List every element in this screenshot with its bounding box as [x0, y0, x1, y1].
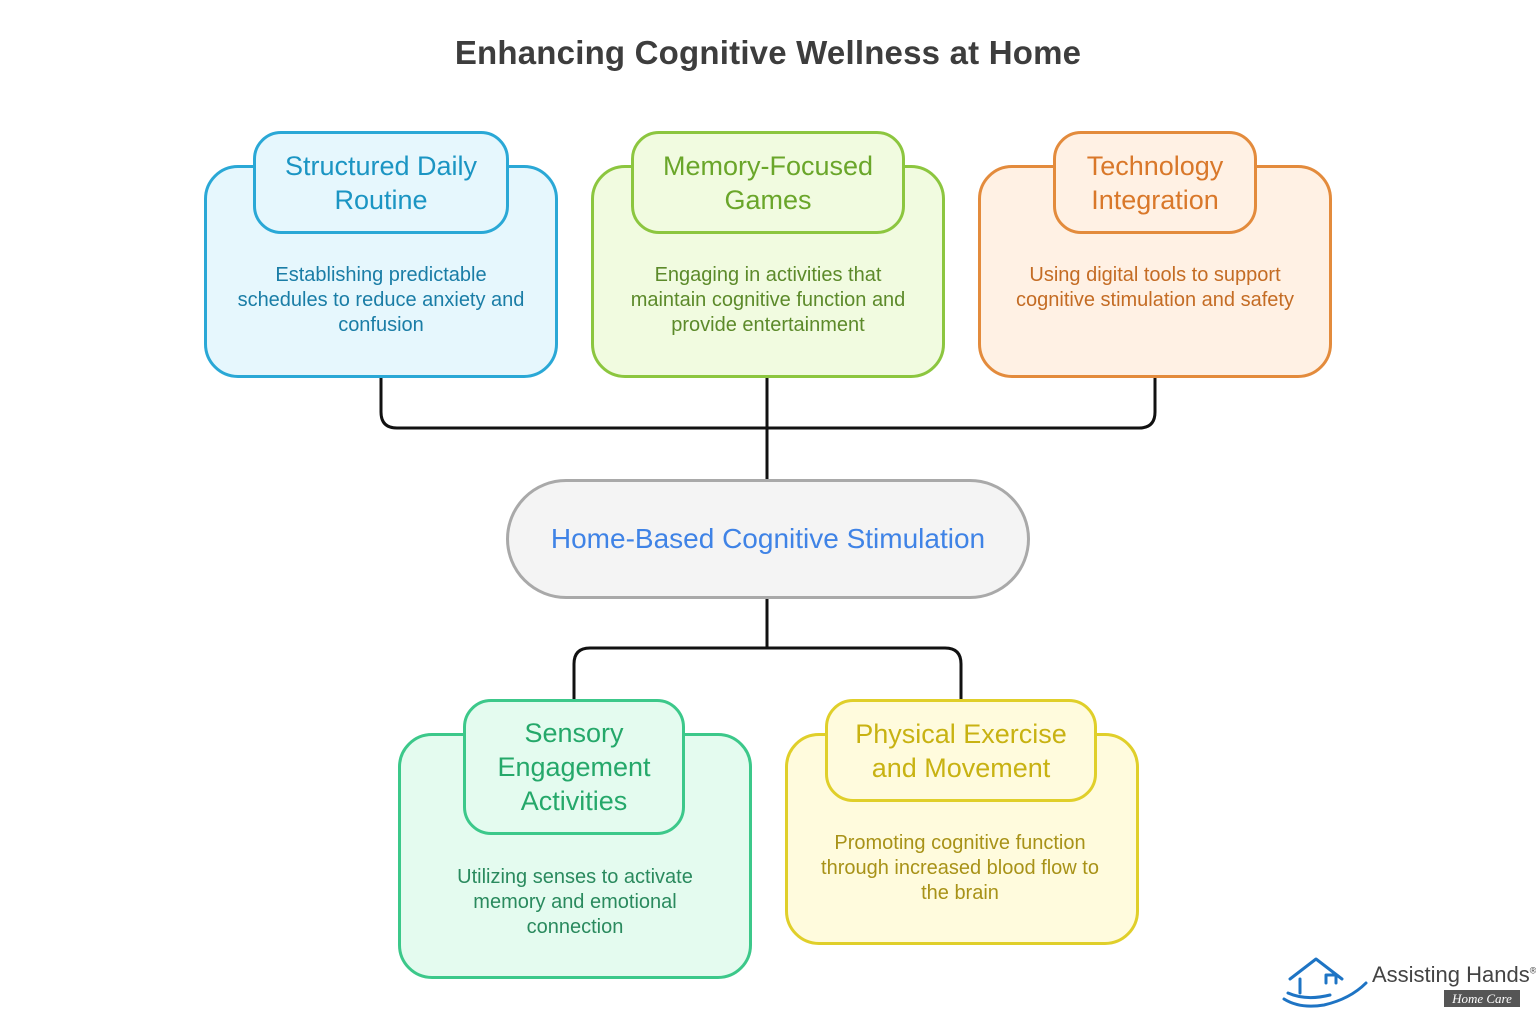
node-title: Sensory Engagement Activities — [463, 699, 685, 835]
logo-name: Assisting Hands® — [1372, 962, 1536, 987]
connector-bottom-left — [572, 646, 767, 700]
node-description: Using digital tools to support cognitive… — [1016, 264, 1294, 311]
connector-bottom-right — [767, 646, 963, 700]
node-title: Physical Exercise and Movement — [825, 699, 1097, 802]
diagram-title: Enhancing Cognitive Wellness at Home — [454, 34, 1082, 71]
node-description: Promoting cognitive function through inc… — [821, 832, 1099, 904]
center-node: Home-Based Cognitive Stimulation — [506, 479, 1030, 599]
node-description: Establishing predictable schedules to re… — [237, 264, 525, 336]
connector-top-left — [379, 377, 767, 430]
node-title: Technology Integration — [1053, 131, 1257, 234]
node-title: Memory-Focused Games — [631, 131, 905, 234]
node-description: Utilizing senses to activate memory and … — [457, 866, 693, 938]
node-card — [398, 733, 752, 979]
logo-subtitle: Home Care — [1444, 990, 1520, 1007]
node-description: Engaging in activities that maintain cog… — [630, 264, 906, 336]
node-title: Structured Daily Routine — [253, 131, 509, 234]
house-hand-logo-icon — [1282, 957, 1368, 1008]
connector-top-right — [767, 377, 1157, 430]
